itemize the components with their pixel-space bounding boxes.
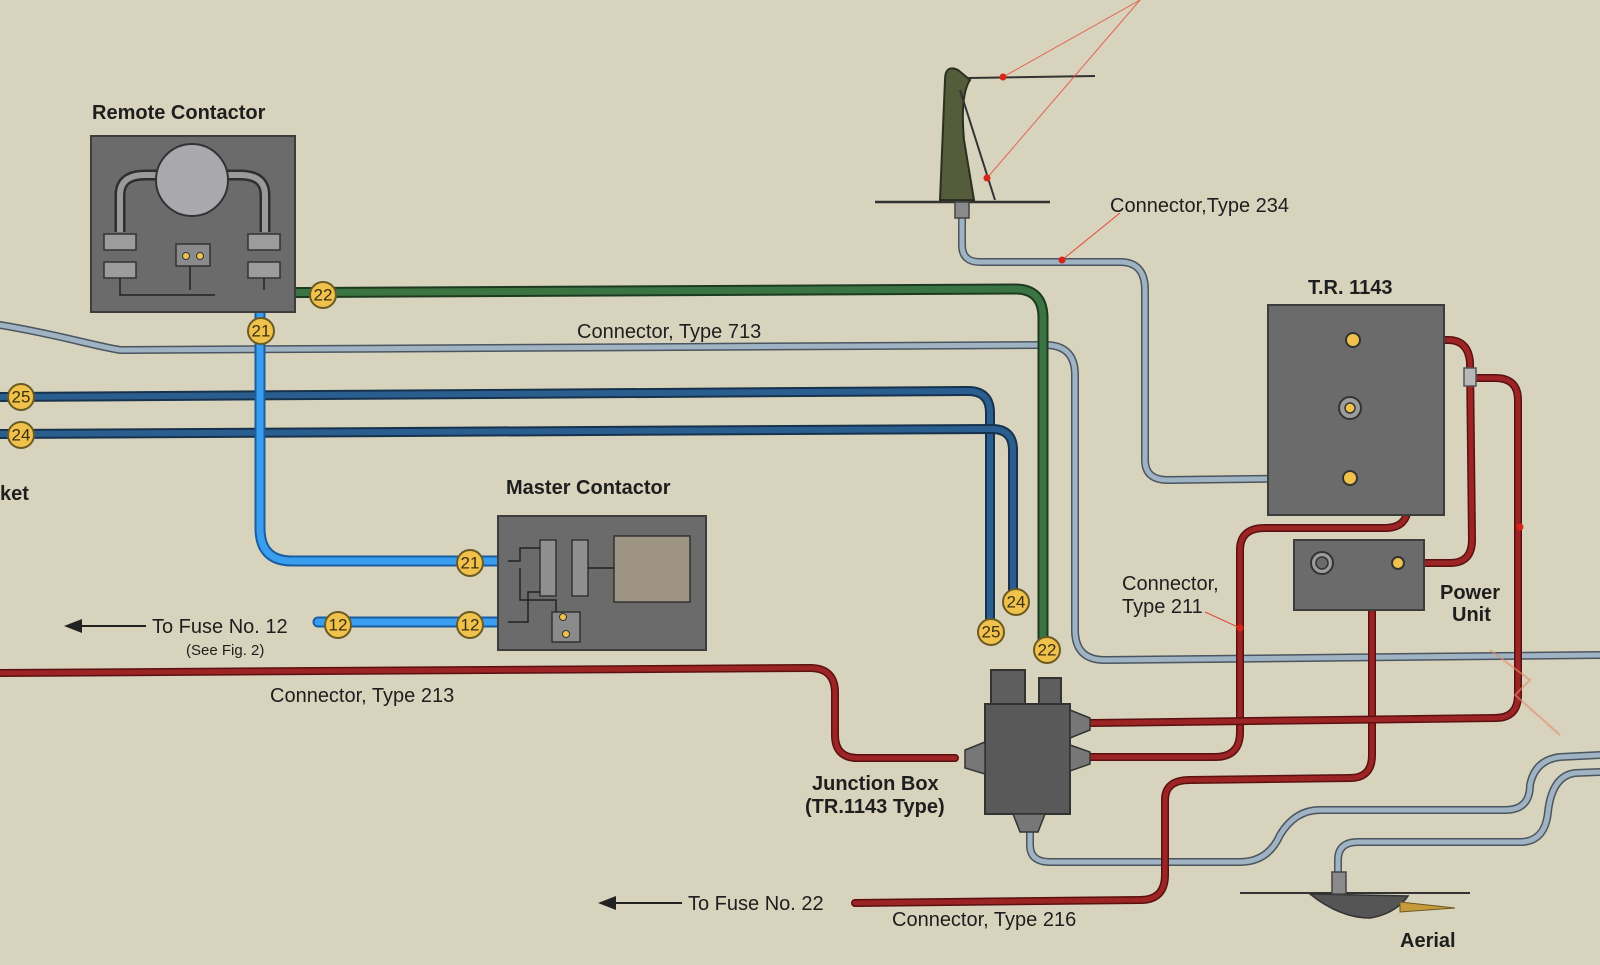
socket-label-partial: ket <box>0 483 29 505</box>
svg-text:21: 21 <box>461 554 480 573</box>
power-unit <box>1293 539 1425 611</box>
power-unit-red-wires <box>1086 336 1522 727</box>
junction-box <box>964 669 1091 833</box>
tr1143-label: T.R. 1143 <box>1308 277 1393 299</box>
leader-lines <box>1058 212 1561 736</box>
tag-12-master: 12 <box>456 611 484 639</box>
svg-text:24: 24 <box>1007 593 1026 612</box>
master-contactor <box>497 515 707 651</box>
tag-24-junction: 24 <box>1002 588 1030 616</box>
connector-713-wire <box>0 321 1600 664</box>
remote-contactor <box>90 135 296 313</box>
connector-216-label: Connector, Type 216 <box>892 909 1076 931</box>
svg-text:25: 25 <box>12 388 31 407</box>
connector-211-label-2: Type 211 <box>1122 596 1203 618</box>
master-contactor-label: Master Contactor <box>506 477 671 499</box>
wire-25 <box>0 386 995 627</box>
connector-713-label: Connector, Type 713 <box>577 321 761 343</box>
junction-box-label-2: (TR.1143 Type) <box>805 796 945 818</box>
svg-text:25: 25 <box>982 623 1001 642</box>
see-fig-2-label: (See Fig. 2) <box>186 642 264 659</box>
aerial-mast <box>875 0 1141 219</box>
fuse-arrows <box>64 619 682 910</box>
svg-text:12: 12 <box>461 616 480 635</box>
svg-text:21: 21 <box>252 322 271 341</box>
tag-21-top: 21 <box>247 317 275 345</box>
tag-12-fuse: 12 <box>324 611 352 639</box>
tag-24-left: 24 <box>7 421 35 449</box>
tr1143-unit <box>1267 304 1445 516</box>
junction-box-label-1: Junction Box <box>812 773 939 795</box>
tag-25-junction: 25 <box>977 618 1005 646</box>
connector-234-label: Connector,Type 234 <box>1110 195 1289 217</box>
aerial-feeder-wire <box>1026 751 1600 882</box>
wire-22 <box>209 283 1049 648</box>
connector-234-wire <box>958 211 1339 484</box>
tag-21-master: 21 <box>456 549 484 577</box>
connector-211-label-1: Connector, <box>1122 573 1219 595</box>
connector-213-wire <box>0 664 959 762</box>
tag-22-junction: 22 <box>1033 636 1061 664</box>
svg-text:22: 22 <box>314 286 333 305</box>
remote-contactor-label: Remote Contactor <box>92 102 266 124</box>
svg-text:24: 24 <box>12 426 31 445</box>
wire-24 <box>0 424 1018 600</box>
power-unit-label-2: Unit <box>1452 604 1491 626</box>
tag-25-left: 25 <box>7 383 35 411</box>
tag-22-top: 22 <box>309 281 337 309</box>
connector-213-label: Connector, Type 213 <box>270 685 454 707</box>
aerial-label: Aerial <box>1400 930 1456 952</box>
to-fuse-12-label: To Fuse No. 12 <box>152 616 288 638</box>
svg-text:12: 12 <box>329 616 348 635</box>
power-unit-label-1: Power <box>1440 582 1500 604</box>
svg-text:22: 22 <box>1038 641 1057 660</box>
wire-21 <box>254 287 514 567</box>
aerial-base <box>1240 871 1470 919</box>
to-fuse-22-label: To Fuse No. 22 <box>688 893 824 915</box>
